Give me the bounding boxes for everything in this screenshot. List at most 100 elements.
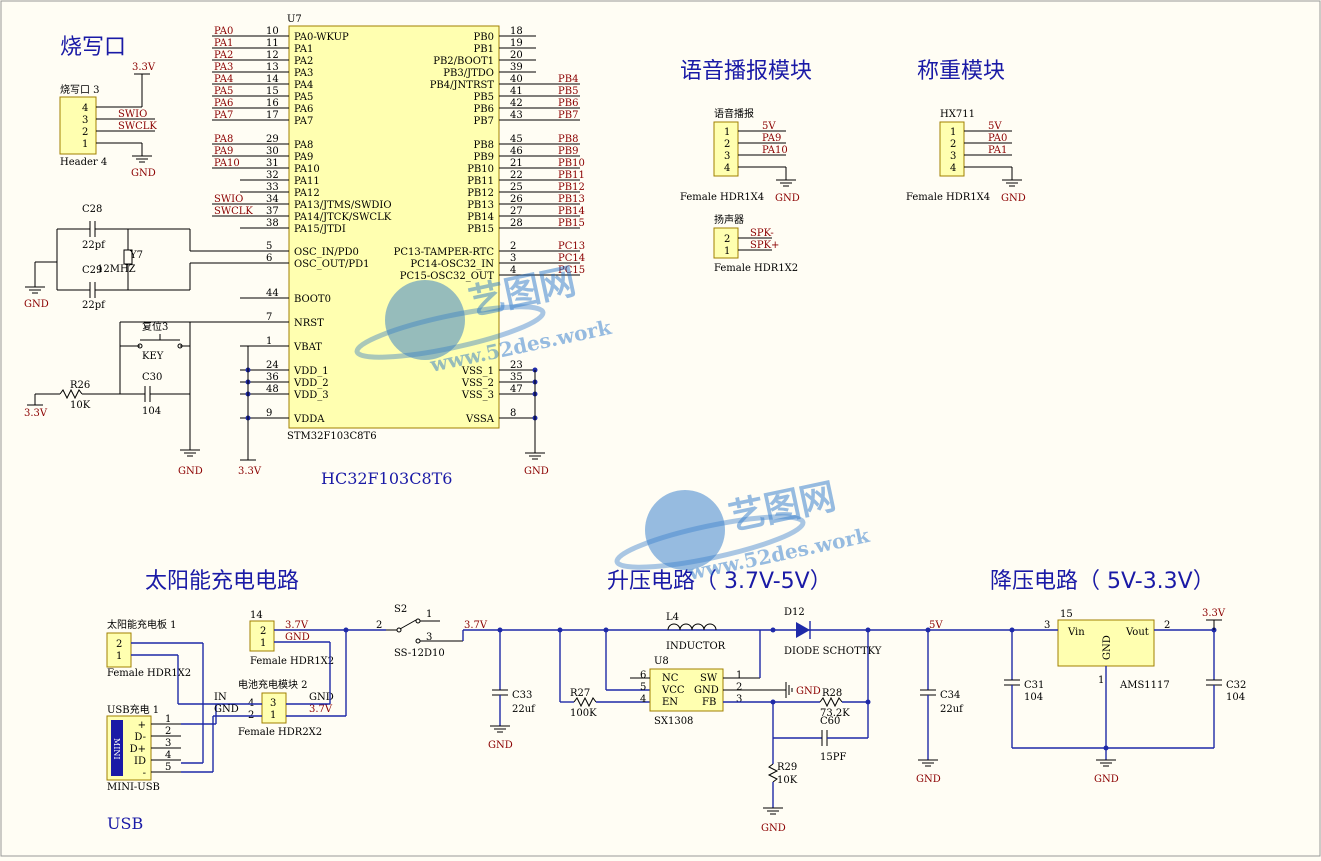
- ams1117-num-2: 2: [1164, 620, 1170, 631]
- solar-panel-body: [106, 632, 132, 668]
- mcu-pin-number: 38: [266, 218, 279, 229]
- switch-ref: S2: [394, 604, 407, 615]
- charger-body: [261, 692, 287, 724]
- u8-pin-fb: FB: [702, 697, 716, 708]
- mcu-pin-number: 45: [510, 134, 523, 145]
- j14-net-gnd: GND: [285, 632, 310, 643]
- u8-num-4: 4: [640, 694, 646, 705]
- ams1117-body: [1057, 619, 1155, 667]
- mcu-net-label: PA8: [214, 134, 233, 145]
- burn-net-swclk: SWCLK: [118, 121, 157, 132]
- mcu-pin-number: 29: [266, 134, 279, 145]
- mcu-body: [288, 25, 500, 429]
- charger-gnd-right: GND: [309, 692, 334, 703]
- mcu-pin-number: 34: [266, 194, 279, 205]
- mcu-net-label: PA1: [214, 38, 233, 49]
- mcu-pin-number: 7: [266, 312, 272, 323]
- burn-net-swio: SWIO: [118, 109, 147, 120]
- mcu-pin-name: PB13: [467, 200, 494, 211]
- hx711-ref: HX711: [940, 109, 975, 120]
- mcu-pin-number: 40: [510, 74, 523, 85]
- burn-v33: 3.3V: [132, 62, 156, 73]
- hx711-net-5v: 5V: [988, 121, 1002, 132]
- c34-ref: C34: [940, 690, 960, 701]
- u8-gnd: GND: [796, 686, 821, 697]
- mcu-pin-number: 9: [266, 408, 272, 419]
- burn-pin-1: 1: [82, 139, 88, 150]
- mcu-pin-number: 42: [510, 98, 523, 109]
- mcu-pin-name: PA3: [294, 68, 313, 79]
- mcu-net-label: PB4: [558, 74, 578, 85]
- c33-value: 22uf: [512, 704, 536, 715]
- watermark-2: 艺图网 www.52des.work: [614, 475, 872, 585]
- mcu-pin-name: VDDA: [293, 414, 325, 425]
- mcu-right-pins: 18PB019PB120PB2/BOOT139PB3/JTDO40PB4/JNT…: [394, 26, 585, 425]
- hx711-pin-4: 4: [950, 163, 956, 174]
- mcu-pin-number: 41: [510, 86, 523, 97]
- r26-ref: R26: [70, 380, 90, 391]
- mcu-net-label: PB9: [558, 146, 578, 157]
- usb-pin-name: -: [143, 768, 146, 779]
- speaker-net-minus: SPK-: [750, 228, 774, 239]
- d12-value: DIODE SCHOTTKY: [784, 646, 882, 657]
- c33-ref: C33: [512, 690, 532, 701]
- mcu-pin-number: 6: [266, 253, 272, 264]
- y7-ref: Y7: [129, 250, 143, 261]
- charger-part: Female HDR2X2: [238, 727, 322, 738]
- mcu-net-label: PB5: [558, 86, 578, 97]
- mcu-pin-number: 31: [266, 158, 279, 169]
- mcu-pin-number: 3: [510, 253, 516, 264]
- d12-ref: D12: [784, 607, 805, 618]
- mcu-pin-number: 43: [510, 110, 523, 121]
- mcu-pin-number: 2: [510, 241, 516, 252]
- c60-value: 15PF: [820, 752, 846, 763]
- c28-ref: C28: [82, 204, 102, 215]
- c29-value: 22pf: [82, 300, 106, 311]
- title-voice: 语音播报模块: [680, 59, 812, 84]
- mcu-part: STM32F103C8T6: [287, 431, 377, 442]
- mcu-pin-number: 21: [510, 158, 523, 169]
- osc-gnd: GND: [24, 299, 49, 310]
- speaker-net-plus: SPK+: [750, 240, 779, 251]
- hx711-pin-1: 1: [950, 127, 956, 138]
- weigh-module: HX711 Female HDR1X4 1 2 3 4 5V PA0 PA1 G…: [906, 109, 1026, 204]
- r28-ref: R28: [822, 688, 842, 699]
- burn-header-pins: 4 3 2 1 SWIO SWCLK 3.3V GND: [82, 62, 157, 179]
- usb-pin-number: 2: [165, 726, 171, 737]
- j14-net-37v: 3.7V: [285, 620, 309, 631]
- mcu-net-label: PB13: [558, 194, 585, 205]
- mcu-pin-number: 20: [510, 50, 523, 61]
- title-solar: 太阳能充电电路: [145, 569, 299, 594]
- hx711-pin-3: 3: [950, 151, 956, 162]
- mcu-pin-number: 19: [510, 38, 523, 49]
- c60-ref: C60: [820, 716, 840, 727]
- y7-value: 12MHZ: [97, 264, 136, 275]
- r27-ref: R27: [570, 688, 590, 699]
- mcu-pin-number: 33: [266, 182, 279, 193]
- mcu-pin-name: VBAT: [293, 342, 322, 353]
- mcu-net-label: PA5: [214, 86, 233, 97]
- mcu-pin-number: 10: [266, 26, 279, 37]
- u8-part: SX1308: [654, 716, 693, 727]
- mcu-net-label: PA2: [214, 50, 233, 61]
- switch-net-37v: 3.7V: [464, 620, 488, 631]
- c30-value: 104: [142, 406, 161, 417]
- c34-gnd: GND: [916, 774, 941, 785]
- mcu-pin-name: VSS_2: [461, 378, 494, 389]
- mcu-pin-name: PB12: [467, 188, 494, 199]
- c30-ref: C30: [142, 372, 162, 383]
- mcu-pin-name: PB3/JTDO: [443, 68, 494, 79]
- mcu-pin-number: 47: [510, 384, 523, 395]
